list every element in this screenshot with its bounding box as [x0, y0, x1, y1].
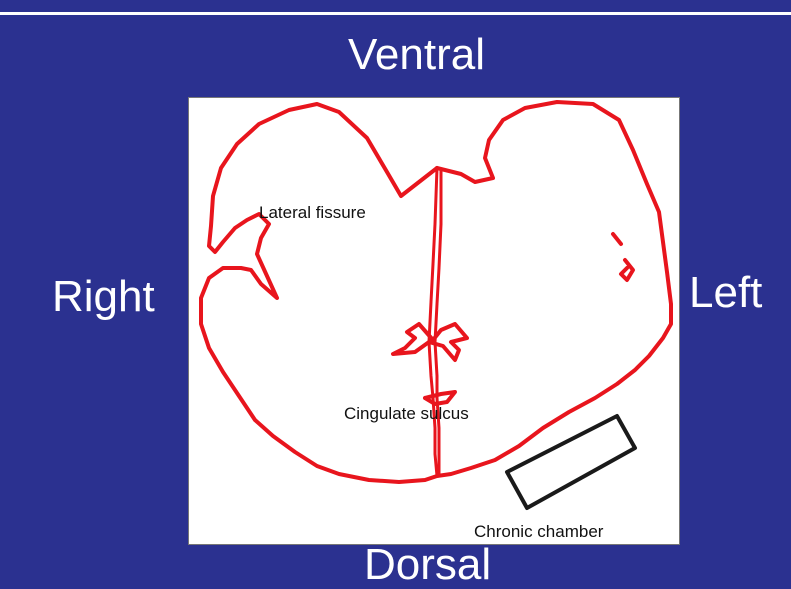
label-chronic-chamber: Chronic chamber: [474, 523, 603, 540]
cingulate-sulcus-notch: [425, 392, 455, 404]
label-cingulate-sulcus: Cingulate sulcus: [344, 405, 469, 422]
label-ventral: Ventral: [348, 33, 485, 77]
midline-fissure: [429, 168, 441, 476]
chronic-chamber-outline: [507, 416, 635, 508]
label-lateral-fissure: Lateral fissure: [259, 204, 366, 221]
top-divider: [0, 12, 791, 15]
left-hemisphere-outline: [437, 102, 671, 476]
right-hemisphere-outline: [201, 104, 437, 482]
label-dorsal: Dorsal: [364, 543, 491, 587]
brain-section-panel: Lateral fissure Cingulate sulcus Chronic…: [188, 97, 680, 545]
brain-outline-drawing: [189, 98, 681, 546]
label-left: Left: [689, 271, 762, 315]
left-sulcus-mark-1: [613, 234, 621, 244]
left-sulcus-mark-2: [621, 260, 633, 280]
label-right: Right: [52, 275, 155, 319]
